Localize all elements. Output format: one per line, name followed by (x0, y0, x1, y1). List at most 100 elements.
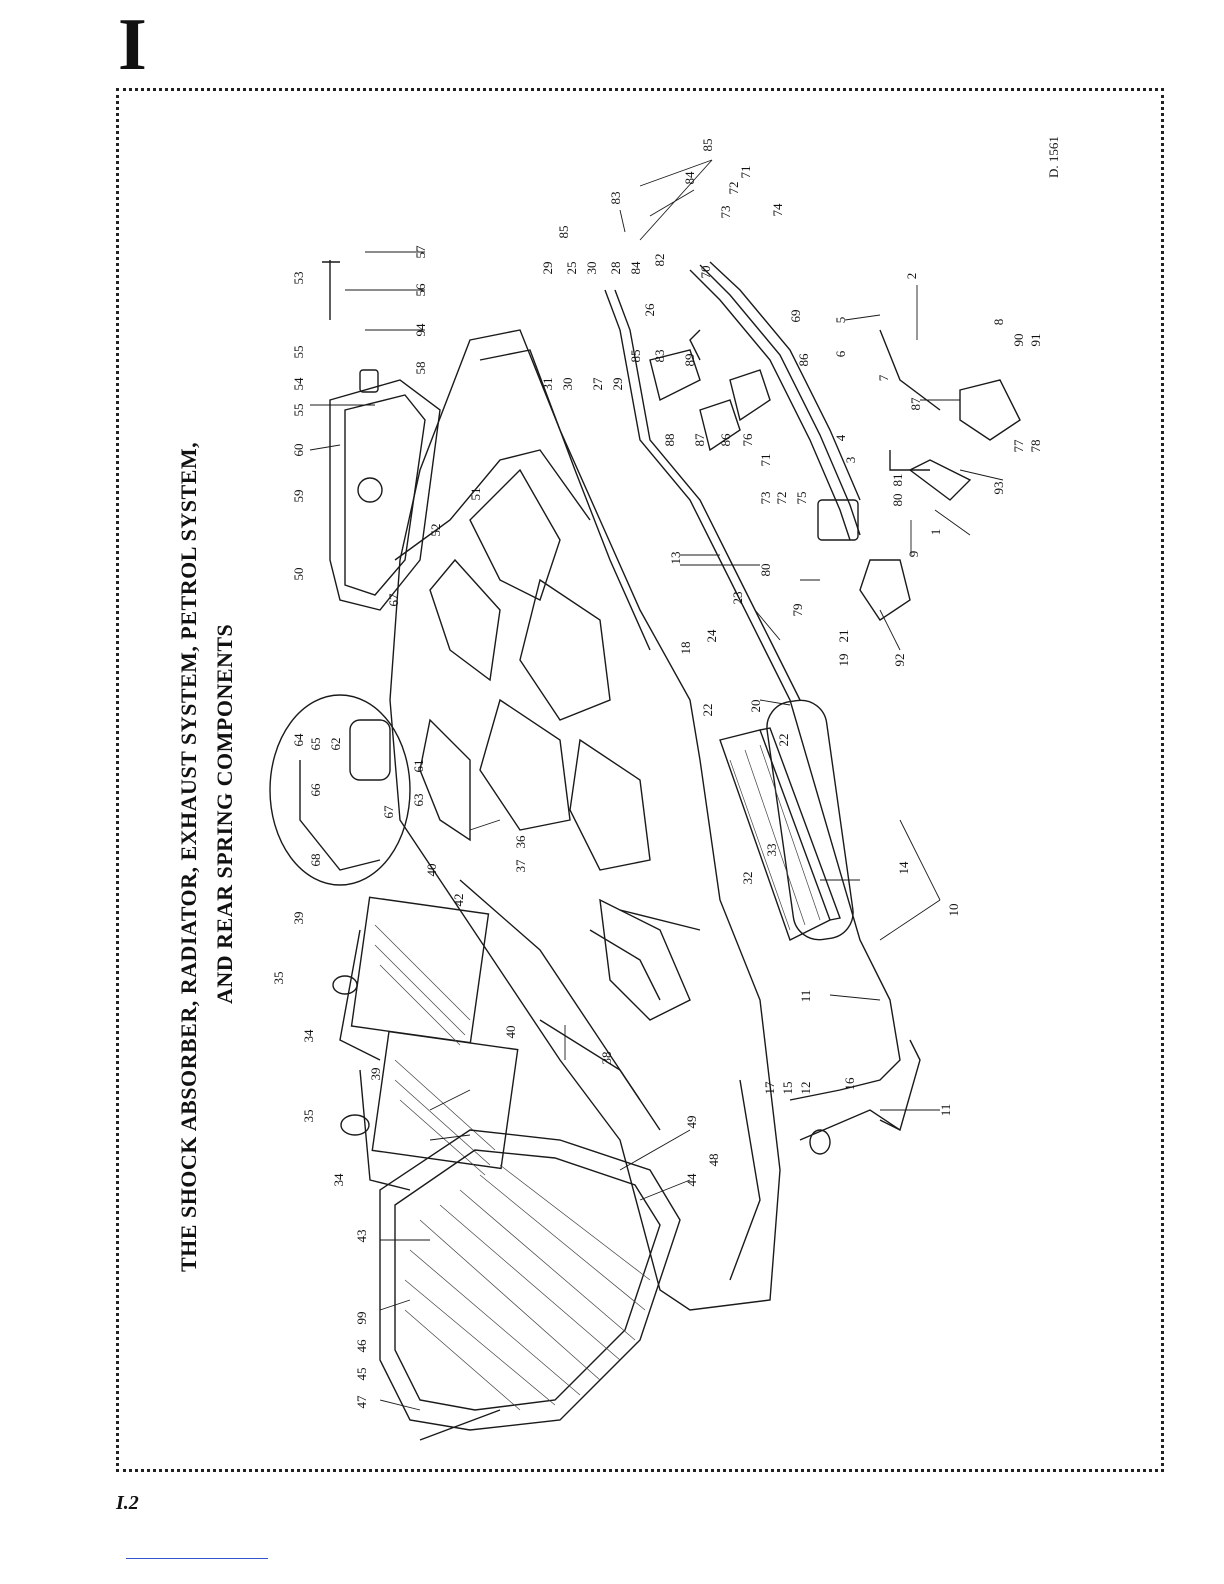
callout-12: 12 (798, 1082, 813, 1095)
callout-87: 87 (692, 433, 707, 447)
callout-47: 47 (354, 1395, 369, 1409)
drawing-reference: D. 1561 (1046, 136, 1061, 178)
callout-28: 28 (608, 262, 623, 275)
callout-67: 67 (386, 593, 401, 607)
callout-15: 15 (780, 1082, 795, 1095)
callout-22: 22 (700, 704, 715, 717)
callout-50: 50 (291, 568, 306, 581)
callout-7: 7 (876, 374, 891, 381)
callout-84: 84 (682, 171, 697, 185)
callout-79: 79 (790, 604, 805, 617)
footer-rule (126, 1558, 268, 1559)
callout-80: 80 (758, 564, 773, 577)
callout-75: 75 (794, 492, 809, 505)
callout-59: 59 (291, 490, 306, 503)
callout-90: 90 (1011, 334, 1026, 347)
callout-14: 14 (896, 861, 911, 875)
callout-2: 2 (904, 273, 919, 280)
callout-1: 1 (928, 529, 943, 536)
rear-spring-drawing (689, 261, 861, 541)
callout-71: 71 (738, 166, 753, 179)
callout-29: 29 (610, 378, 625, 391)
callout-24: 24 (704, 629, 719, 643)
callout-10: 10 (946, 904, 961, 917)
callout-76: 76 (740, 433, 755, 447)
callout-71: 71 (758, 454, 773, 467)
callout-73: 73 (758, 492, 773, 505)
callout-46: 46 (354, 1339, 369, 1353)
callout-74: 74 (770, 203, 785, 217)
callout-4: 4 (833, 434, 848, 441)
callout-55: 55 (291, 346, 306, 359)
callout-30: 30 (584, 262, 599, 275)
callout-48: 48 (706, 1154, 721, 1167)
callout-6: 6 (833, 350, 848, 357)
callout-82: 82 (652, 254, 667, 267)
callout-88: 88 (662, 434, 677, 447)
petrol-tank-drawing (322, 260, 441, 611)
figure-frame (116, 88, 1164, 1472)
callout-87: 87 (908, 397, 923, 411)
callout-35: 35 (271, 972, 286, 985)
callout-85: 85 (700, 139, 715, 152)
callout-86: 86 (718, 433, 733, 447)
callout-65: 65 (308, 738, 323, 751)
callout-72: 72 (774, 492, 789, 505)
callout-64: 64 (291, 733, 306, 747)
callout-31: 31 (540, 378, 555, 391)
callout-39: 39 (291, 912, 306, 925)
callout-85: 85 (556, 226, 571, 239)
callout-54: 54 (291, 377, 306, 391)
callout-8: 8 (991, 319, 1006, 326)
callout-81: 81 (890, 474, 905, 487)
callout-29: 29 (540, 262, 555, 275)
callout-11: 11 (938, 1104, 953, 1117)
callout-72: 72 (726, 182, 741, 195)
callout-77: 77 (1011, 439, 1026, 453)
callout-36: 36 (513, 835, 528, 849)
callout-11: 11 (798, 990, 813, 1003)
callout-80: 80 (890, 494, 905, 507)
callout-91: 91 (1028, 334, 1043, 347)
callout-85: 85 (628, 350, 643, 363)
callout-51: 51 (468, 488, 483, 501)
callout-37: 37 (513, 859, 528, 873)
callout-69: 69 (788, 310, 803, 323)
body-shell-drawing (389, 329, 781, 1311)
callout-62: 62 (328, 738, 343, 751)
callout-30: 30 (560, 378, 575, 391)
callout-16: 16 (842, 1077, 857, 1091)
radiator-drawing (332, 896, 519, 1191)
callout-45: 45 (354, 1368, 369, 1381)
callout-73: 73 (718, 206, 733, 219)
callout-70: 70 (698, 266, 713, 279)
heat-shield-drawing (719, 727, 841, 941)
callout-40: 40 (503, 1026, 518, 1039)
callout-99: 99 (354, 1312, 369, 1325)
callout-26: 26 (642, 303, 657, 317)
callout-44: 44 (684, 1173, 699, 1187)
callout-78: 78 (1028, 440, 1043, 453)
callout-33: 33 (764, 844, 779, 857)
callout-21: 21 (836, 630, 851, 643)
page-number: I.2 (116, 1492, 139, 1514)
callout-58: 58 (413, 362, 428, 375)
callout-25: 25 (564, 262, 579, 275)
callout-86: 86 (796, 353, 811, 367)
shock-absorber-drawing (649, 329, 1021, 621)
section-letter: I (118, 4, 147, 86)
callout-27: 27 (590, 377, 605, 391)
callout-66: 66 (308, 783, 323, 797)
callout-55: 55 (291, 404, 306, 417)
callout-94: 94 (413, 323, 428, 337)
callout-3: 3 (843, 457, 858, 464)
callout-42: 42 (451, 894, 466, 907)
callout-17: 17 (762, 1081, 777, 1095)
callout-32: 32 (740, 872, 755, 885)
callout-57: 57 (413, 245, 428, 259)
callout-34: 34 (301, 1029, 316, 1043)
callout-43: 43 (354, 1230, 369, 1243)
fuel-pump-inset-drawing (269, 694, 411, 886)
callout-89: 89 (682, 354, 697, 367)
